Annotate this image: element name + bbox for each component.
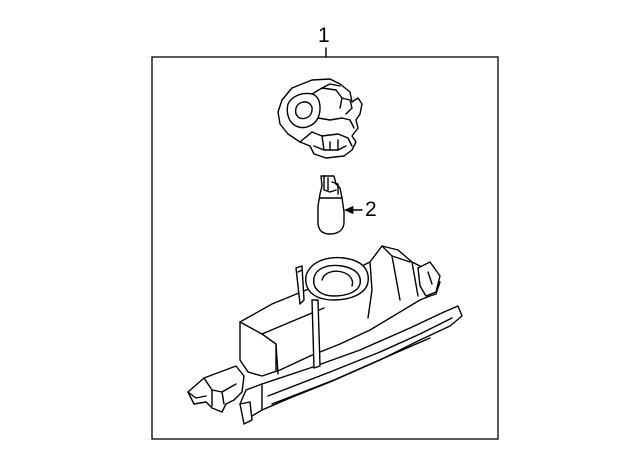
callout-2-label: 2 [365, 198, 377, 221]
bulb-part [317, 175, 345, 235]
assembly-frame [151, 56, 499, 440]
callout-2-leader [344, 205, 363, 215]
housing-part [187, 245, 463, 425]
callout-1-label: 1 [318, 24, 330, 47]
socket-part [277, 78, 363, 159]
